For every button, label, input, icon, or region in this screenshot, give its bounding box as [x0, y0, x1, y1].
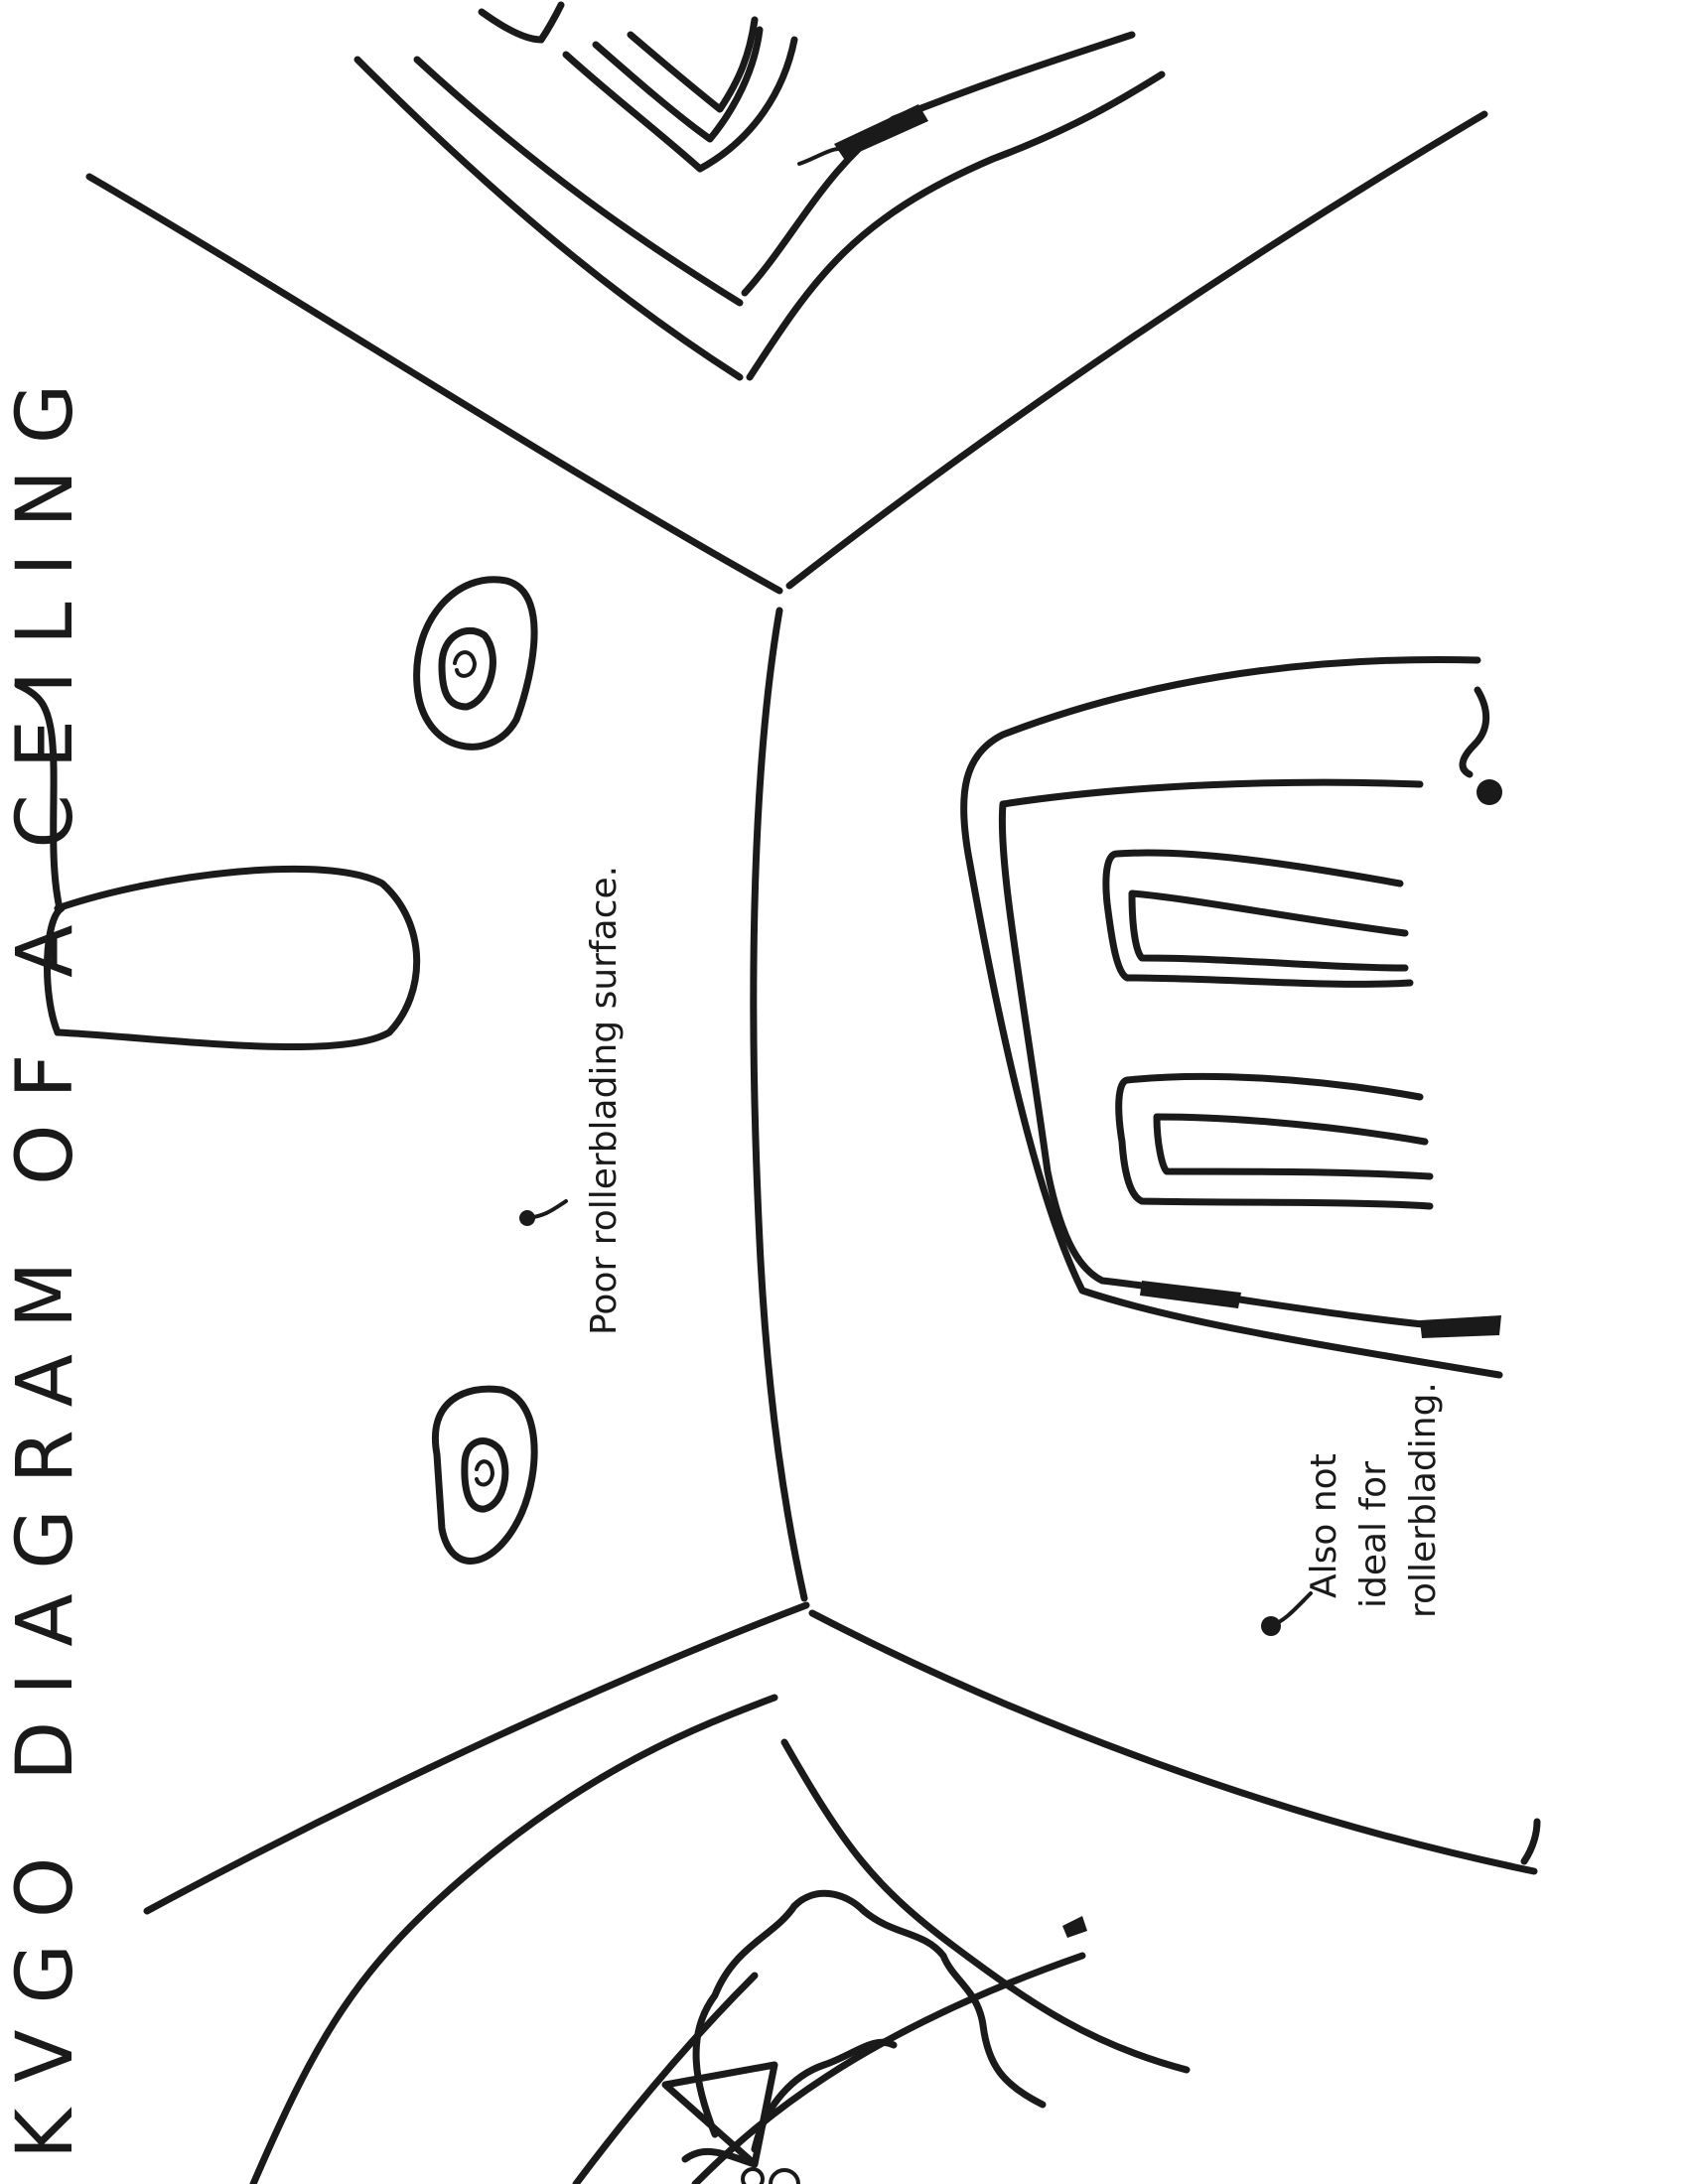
- recessed-light-upper: [417, 580, 534, 748]
- fixture-body: [58, 869, 417, 1046]
- window-right: [964, 659, 1502, 1375]
- window-top: [357, 5, 1162, 377]
- annotation-leader-poor: [527, 1201, 566, 1218]
- ceiling-edge-upper-left: [89, 177, 779, 591]
- diagram-title: KVGO DIAGRAM OF A CEILING: [1, 358, 90, 2159]
- ceiling-edge-upper-right: [789, 114, 1484, 586]
- annotation-also-line-3: rollerblading.: [1403, 1382, 1444, 1618]
- window-bottom: [253, 1698, 1537, 2184]
- annotation-also-line-1: Also not: [1304, 1453, 1344, 1598]
- annotation-poor-surface: Poor rollerblading surface.: [584, 866, 625, 1335]
- recessed-light-lower: [435, 1389, 534, 1561]
- annotation-also-line-2: ideal for: [1353, 1461, 1394, 1608]
- ceiling-edge-lower-right: [812, 1613, 1534, 1871]
- ceiling-center-edge: [754, 611, 804, 1598]
